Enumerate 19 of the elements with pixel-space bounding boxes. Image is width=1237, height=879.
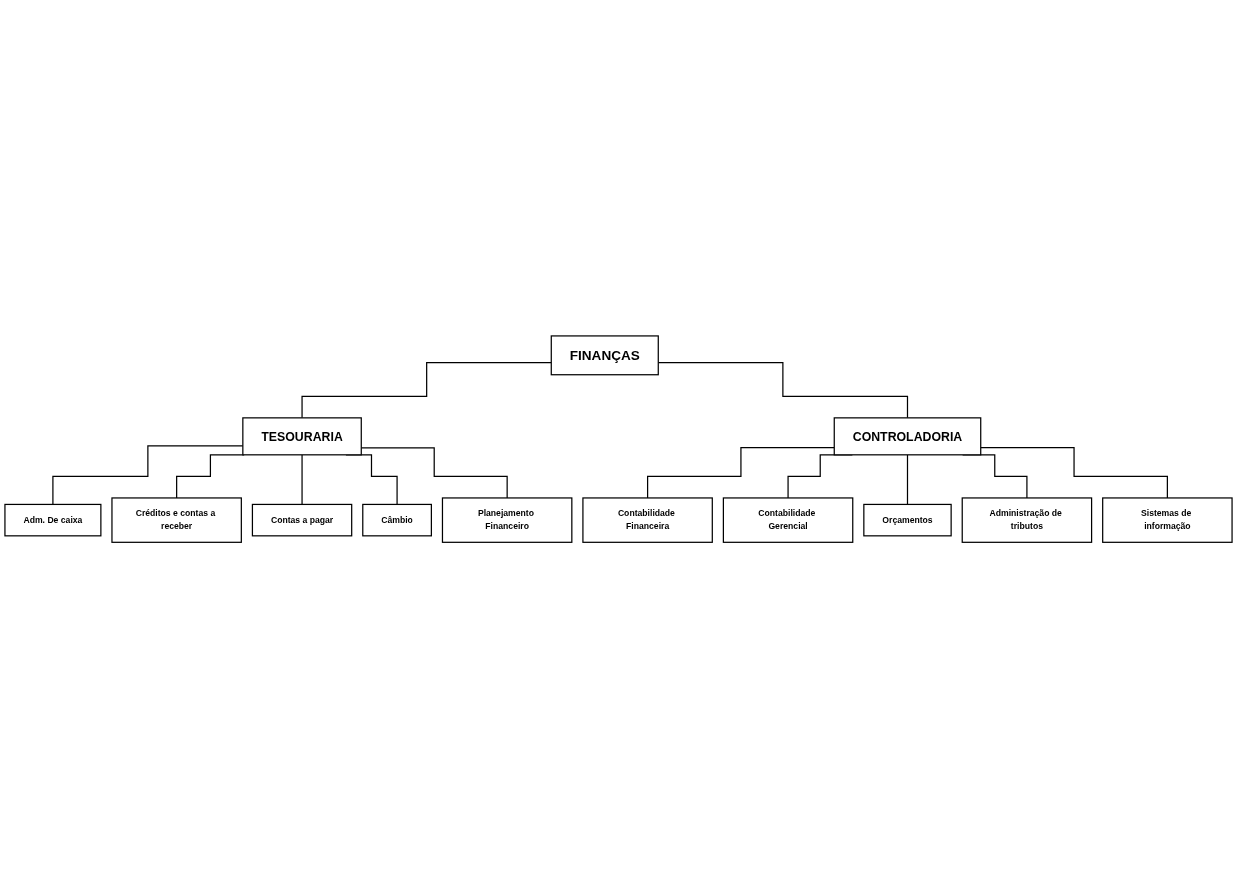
node-box: Administração de tributos <box>961 497 1093 544</box>
node-box: Créditos e contas a receber <box>111 497 242 544</box>
node-box: Planejamento Financeiro <box>441 497 573 544</box>
node-box: Contas a pagar <box>251 504 353 537</box>
connector <box>301 454 303 506</box>
node-box: Adm. De caixa <box>4 504 102 537</box>
node-box: Orçamentos <box>863 504 952 537</box>
connector <box>980 447 1168 499</box>
node-box: FINANÇAS <box>550 335 659 376</box>
node-box: TESOURARIA <box>242 417 362 456</box>
node-box: Câmbio <box>362 504 432 537</box>
connector <box>647 447 835 499</box>
connector <box>52 445 244 506</box>
node-box: CONTROLADORIA <box>833 417 982 456</box>
node-box: Contabilidade Financeira <box>582 497 713 544</box>
connector <box>301 362 552 419</box>
node-box: Sistemas de informação <box>1102 497 1233 544</box>
connector <box>906 454 909 506</box>
node-box: Contabilidade Gerencial <box>722 497 854 544</box>
